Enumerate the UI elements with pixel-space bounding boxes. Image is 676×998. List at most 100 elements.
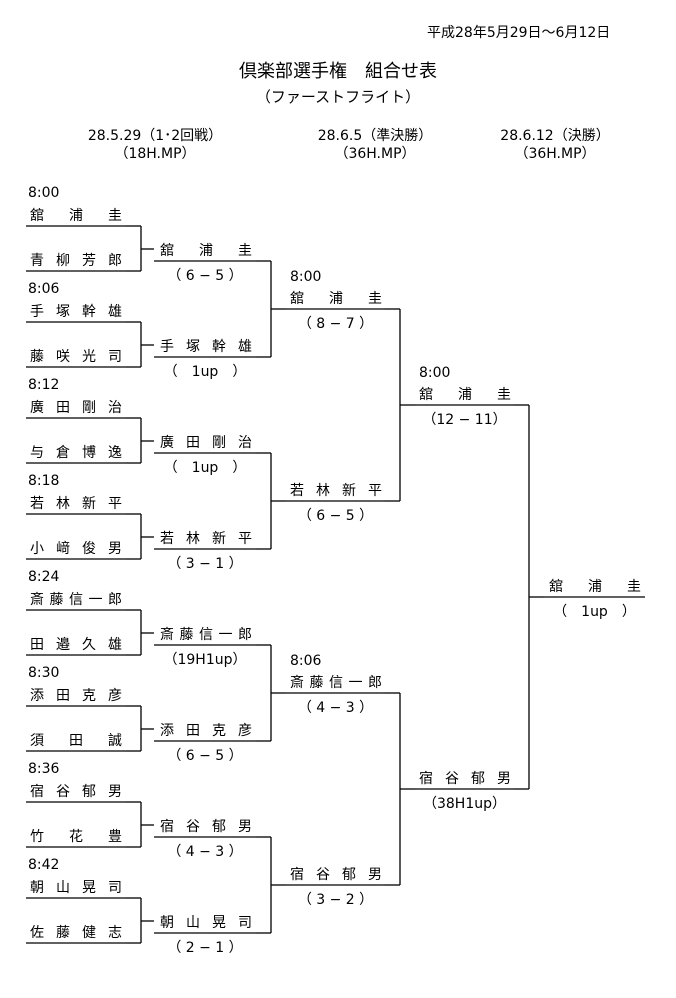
name-char: 郁 <box>471 771 485 787</box>
name-char: 手 <box>30 304 44 320</box>
name-char: 浦 <box>588 579 602 595</box>
name-char: 幹 <box>212 339 226 355</box>
name-char: 藤 <box>49 592 64 608</box>
winner-name: 添田克彦 <box>160 722 252 740</box>
name-char: 林 <box>316 483 330 499</box>
match-time: 8:18 <box>28 473 60 489</box>
name-char: 宿 <box>160 819 174 835</box>
champion-name: 舘浦圭 <box>549 578 641 596</box>
name-char: 郁 <box>82 784 96 800</box>
name-char: 舘 <box>290 291 304 307</box>
name-char: 田 <box>30 637 44 653</box>
winner-name: 宿谷郁男 <box>419 770 511 788</box>
name-char: 舘 <box>160 243 174 259</box>
player-name: 須田誠 <box>30 732 122 750</box>
name-char: 谷 <box>316 867 330 883</box>
player-name: 竹花豊 <box>30 828 122 846</box>
name-char: 田 <box>69 733 83 749</box>
name-char: 一 <box>88 592 103 608</box>
name-char: 谷 <box>445 771 459 787</box>
name-char: 司 <box>108 349 122 365</box>
name-char: 郁 <box>212 819 226 835</box>
winner-name: 宿谷郁男 <box>290 866 382 884</box>
name-char: 朝 <box>30 880 44 896</box>
name-char: 平 <box>238 531 252 547</box>
match-time: 8:06 <box>290 653 322 669</box>
name-char: 司 <box>108 880 122 896</box>
name-char: 宿 <box>419 771 433 787</box>
winner-name: 舘浦圭 <box>290 290 382 308</box>
name-char: 克 <box>82 688 96 704</box>
date-range: 平成28年5月29日～6月12日 <box>427 25 611 41</box>
winner-name: 宿谷郁男 <box>160 818 252 836</box>
name-char: 晃 <box>82 880 96 896</box>
name-char: 田 <box>56 688 70 704</box>
name-char: 圭 <box>108 208 122 224</box>
name-char: 芳 <box>82 253 96 269</box>
name-char: 宿 <box>30 784 44 800</box>
page-title: 倶楽部選手権 組合せ表 <box>239 61 437 82</box>
name-char: 藤 <box>309 675 324 691</box>
name-char: 倉 <box>56 445 70 461</box>
name-char: 圭 <box>497 387 511 403</box>
winner-name: 若林新平 <box>160 530 252 548</box>
name-char: 佐 <box>30 925 44 941</box>
name-char: 平 <box>108 496 122 512</box>
name-char: 剛 <box>212 435 226 451</box>
name-char: 男 <box>108 784 122 800</box>
name-char: 信 <box>329 675 343 691</box>
name-char: 信 <box>199 627 213 643</box>
match-time: 8:24 <box>28 569 60 585</box>
name-char: 博 <box>82 445 96 461</box>
match-score: （12 − 11） <box>422 412 507 428</box>
match-score: （ 4 − 3 ） <box>297 700 374 716</box>
match-time: 8:06 <box>28 281 60 297</box>
player-name: 廣田剛治 <box>30 399 122 417</box>
name-char: 男 <box>497 771 511 787</box>
player-name: 若林新平 <box>30 495 122 513</box>
player-name: 藤咲光司 <box>30 348 122 366</box>
name-char: 浦 <box>199 243 213 259</box>
name-char: 司 <box>238 915 252 931</box>
match-score: （19H1up） <box>163 652 247 668</box>
name-char: 田 <box>56 400 70 416</box>
match-score: （38H1up） <box>422 796 506 812</box>
match-time: 8:00 <box>28 185 60 201</box>
name-char: 郁 <box>342 867 356 883</box>
name-char: 郎 <box>238 627 252 643</box>
player-name: 舘浦圭 <box>30 207 122 225</box>
name-char: 彦 <box>108 688 122 704</box>
name-char: 廣 <box>160 435 174 451</box>
name-char: 圭 <box>368 291 382 307</box>
name-char: 健 <box>82 925 96 941</box>
name-char: 克 <box>212 723 226 739</box>
name-char: 俊 <box>82 541 96 557</box>
name-char: 若 <box>160 531 174 547</box>
name-char: 雄 <box>108 304 122 320</box>
name-char: 谷 <box>56 784 70 800</box>
player-name: 青柳芳郎 <box>30 252 122 270</box>
player-name: 手塚幹雄 <box>30 303 122 321</box>
name-char: 光 <box>82 349 96 365</box>
name-char: 圭 <box>627 579 641 595</box>
name-char: 新 <box>82 496 96 512</box>
match-score: （ 1up ） <box>163 460 247 476</box>
name-char: 田 <box>186 435 200 451</box>
name-char: 若 <box>290 483 304 499</box>
name-char: 晃 <box>212 915 226 931</box>
match-score: （ 3 − 2 ） <box>297 892 374 908</box>
name-char: 山 <box>56 880 70 896</box>
winner-name: 斎藤信一郎 <box>290 674 382 692</box>
name-char: 添 <box>30 688 44 704</box>
name-char: 男 <box>368 867 382 883</box>
match-time: 8:00 <box>290 269 322 285</box>
name-char: 斎 <box>290 675 304 691</box>
name-char: 久 <box>82 637 96 653</box>
winner-name: 舘浦圭 <box>160 242 252 260</box>
name-char: 塚 <box>56 304 70 320</box>
match-score: （ 2 − 1 ） <box>167 940 243 956</box>
name-char: 雄 <box>238 339 252 355</box>
player-name: 朝山晃司 <box>30 879 122 897</box>
winner-name: 舘浦圭 <box>419 386 511 404</box>
